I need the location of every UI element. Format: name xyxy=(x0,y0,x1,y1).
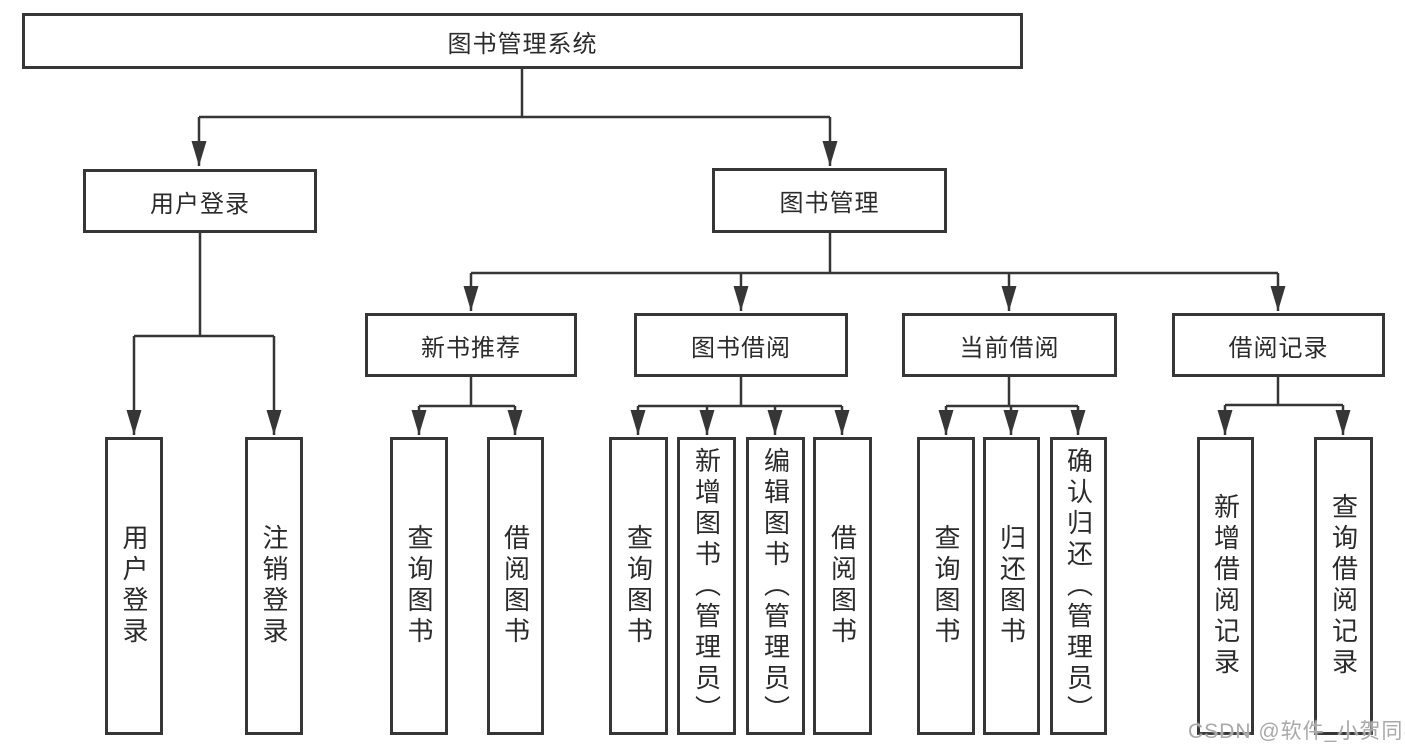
node-user-login: 用户登录 xyxy=(83,169,317,233)
leaf-return-book: 归还图书 xyxy=(983,437,1040,735)
leaf-add-book-admin: 新增图书（管理员） xyxy=(677,437,736,735)
leaf-user-login: 用户登录 xyxy=(105,437,163,735)
node-library-management-system: 图书管理系统 xyxy=(22,13,1023,69)
node-book-borrowing: 图书借阅 xyxy=(634,313,848,377)
leaf-query-borrow-record: 查询借阅记录 xyxy=(1314,437,1373,735)
csdn-watermark: CSDN @软件_小贺同学 xyxy=(1188,720,1405,743)
node-book-management: 图书管理 xyxy=(712,168,947,233)
leaf-add-borrow-record: 新增借阅记录 xyxy=(1197,437,1254,735)
leaf-edit-book-admin: 编辑图书（管理员） xyxy=(746,437,805,735)
node-current-borrowing: 当前借阅 xyxy=(902,313,1117,377)
leaf-confirm-return-admin: 确认归还（管理员） xyxy=(1050,437,1107,735)
leaf-borrow-books-recommend: 借阅图书 xyxy=(487,437,544,735)
leaf-query-books-borrowing: 查询图书 xyxy=(609,437,668,735)
leaf-query-books-recommend: 查询图书 xyxy=(390,437,448,735)
leaf-query-books-current: 查询图书 xyxy=(917,437,975,735)
leaf-logout: 注销登录 xyxy=(245,437,303,735)
leaf-borrow-books-borrowing: 借阅图书 xyxy=(813,437,872,735)
node-borrowing-records: 借阅记录 xyxy=(1172,313,1385,377)
node-new-book-recommendation: 新书推荐 xyxy=(365,313,577,377)
